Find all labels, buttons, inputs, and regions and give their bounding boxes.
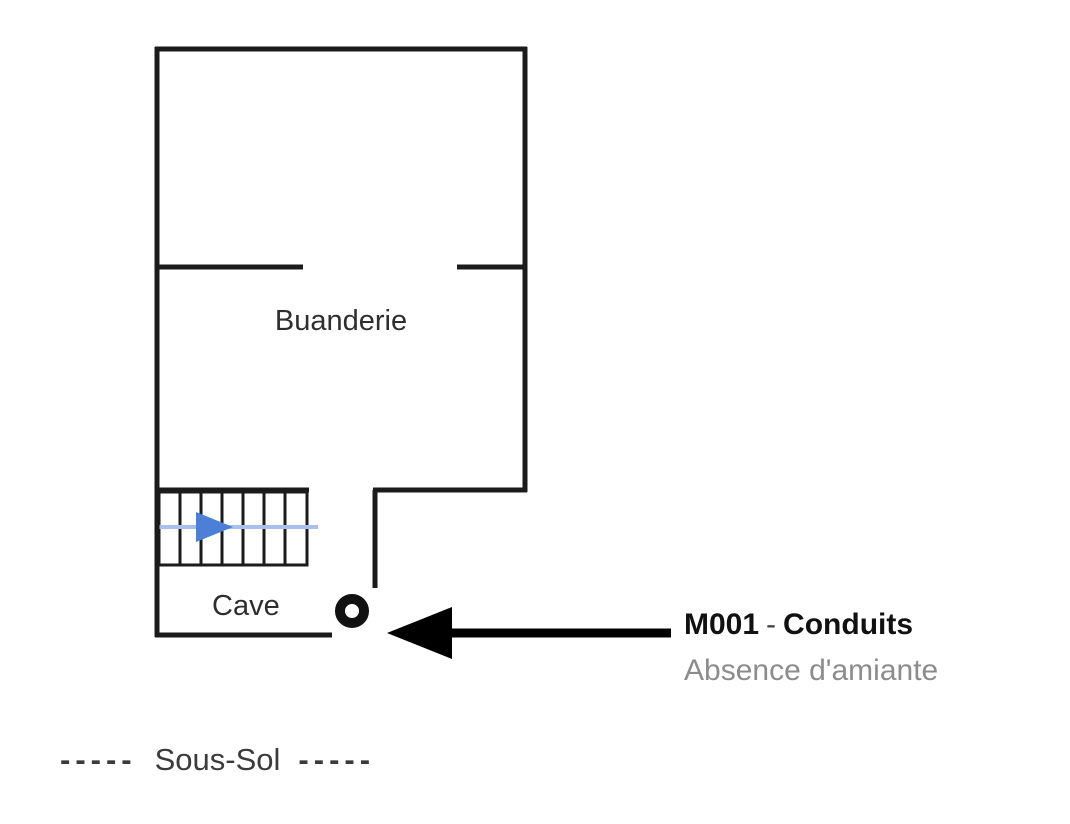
- pointer-arrow-left-icon: [387, 607, 671, 659]
- marker-title: Conduits: [783, 608, 914, 641]
- direction-arrow-head: [196, 512, 233, 542]
- floor-legend: ----- Sous-Sol -----: [60, 742, 375, 778]
- marker-annotation-title: M001-Conduits: [684, 610, 938, 640]
- marker-id: M001: [684, 608, 760, 641]
- room-label-buanderie: Buanderie: [274, 305, 408, 337]
- legend-floor-name: Sous-Sol: [154, 742, 281, 777]
- marker-subtitle: Absence d'amiante: [684, 654, 939, 687]
- marker-separator: -: [766, 608, 777, 641]
- direction-arrow-right-icon: [156, 512, 318, 542]
- room-label-cave: Cave: [212, 590, 280, 622]
- legend-dash-right: -----: [298, 742, 376, 777]
- marker-dot-icon[interactable]: [335, 594, 369, 628]
- cave-walls: [154, 490, 378, 638]
- legend-dash-left: -----: [60, 742, 137, 777]
- marker-annotation: M001-Conduits Absence d'amiante: [684, 610, 938, 686]
- pointer-arrow-head: [387, 607, 452, 659]
